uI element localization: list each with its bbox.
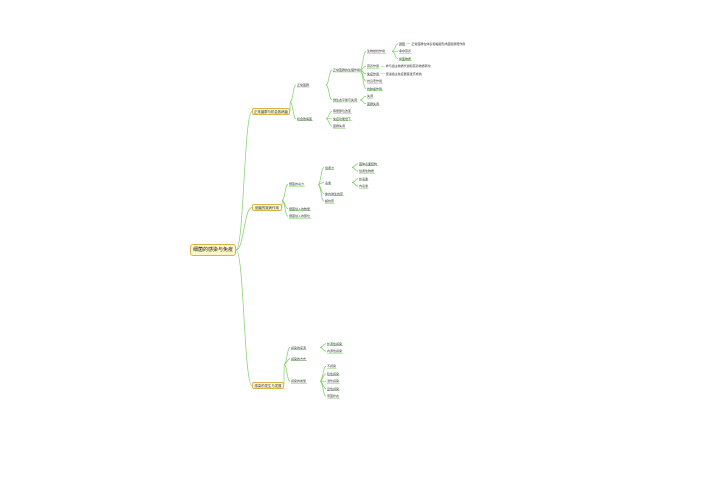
- node-b1-0-1[interactable]: 毒素: [325, 180, 332, 185]
- edge-b1-0-1-1: [351, 182, 359, 187]
- edge-b0-1: [289, 101, 297, 120]
- edge-b0-1-0: [325, 110, 333, 120]
- node-b2-2-3[interactable]: 显性感染: [327, 386, 340, 391]
- node-b1-0[interactable]: 细菌的毒力: [289, 182, 305, 187]
- note-b0-0-0-0-0[interactable]: 正常菌群在体表和黏膜形成菌膜屏障作用: [411, 41, 466, 46]
- node-b0-0-0-0[interactable]: 生物拮抗作用: [367, 49, 386, 54]
- node-b1-0-0-1[interactable]: 侵袭性物质: [359, 169, 375, 174]
- node-b0-0-0-4[interactable]: 抗肿瘤作用: [367, 86, 383, 91]
- edge-b0-0-0: [325, 69, 333, 86]
- edge-b0-0: [289, 84, 297, 103]
- edge-b2-0-0: [319, 343, 327, 348]
- node-b1-1[interactable]: 细菌侵入的数量: [289, 206, 311, 211]
- edge-b1-0-0-0: [351, 163, 359, 168]
- edge-b1-2: [281, 199, 289, 217]
- node-b0-0-0-0-1[interactable]: 争夺营养: [399, 49, 412, 54]
- node-b0-0-0-2[interactable]: 免疫作用: [367, 71, 380, 76]
- node-b0-0-0[interactable]: 正常菌群的生理作用: [333, 68, 361, 72]
- edge-b0-0-0-0: [359, 50, 367, 71]
- node-b2-2-1[interactable]: 隐性感染: [327, 371, 340, 376]
- node-b1-0-0[interactable]: 侵袭力: [325, 165, 335, 170]
- branch-node-pathogenicity[interactable]: 细菌的致病作用: [252, 204, 282, 211]
- edge-b1-0-0: [317, 167, 325, 185]
- node-b1-0-2[interactable]: 体内诱生抗原: [325, 191, 344, 196]
- node-b2-0[interactable]: 感染的来源: [291, 345, 307, 350]
- node-b0-0-0-0-2[interactable]: 抑菌物质: [399, 56, 412, 61]
- edge-b0-1-2: [325, 118, 333, 127]
- edge-root-branch-1: [235, 207, 253, 251]
- note-b0-0-0-2[interactable]: 促进宿主免疫器官发育成熟: [385, 71, 422, 76]
- node-b0-0[interactable]: 正常菌群: [297, 83, 310, 87]
- branch-node-infection[interactable]: 感染的发生与发展: [252, 382, 284, 389]
- node-b0-1-0[interactable]: 寄居部位改变: [333, 109, 352, 114]
- node-b2-2-0[interactable]: 不感染: [327, 364, 337, 369]
- edge-b0-0-0-0-2: [391, 50, 399, 60]
- node-b1-0-0-0[interactable]: 菌体表面结构: [359, 161, 378, 166]
- node-b1-2[interactable]: 细菌侵入的部位: [289, 214, 311, 219]
- node-b2-0-1[interactable]: 内源性感染: [327, 349, 343, 354]
- edge-b0-0-0-4: [359, 69, 367, 90]
- edge-root-branch-0: [235, 111, 253, 251]
- edge-b1-0-1-0: [351, 178, 359, 183]
- node-b0-0-1-1[interactable]: 菌群失调: [367, 101, 380, 106]
- node-b0-1[interactable]: 机会致病菌: [297, 116, 313, 121]
- node-b1-0-3[interactable]: 超抗原: [325, 199, 335, 204]
- edge-b1-0: [281, 184, 289, 201]
- edge-b2-2-4: [319, 380, 327, 397]
- note-b0-0-0-1[interactable]: 参与宿主物质代谢和营养物质转化: [385, 64, 431, 69]
- branch-node-normal-flora[interactable]: 正常菌群与机会致病菌: [252, 108, 290, 115]
- edge-root-branch-2: [235, 249, 253, 386]
- node-b0-0-0-1[interactable]: 营养作用: [367, 64, 380, 69]
- node-b2-2[interactable]: 感染的类型: [291, 379, 307, 384]
- edge-b1-0-3: [317, 184, 325, 202]
- node-b2-0-0[interactable]: 外源性感染: [327, 341, 343, 346]
- node-b0-1-2[interactable]: 菌群失调: [333, 124, 346, 129]
- node-b0-0-0-0-0[interactable]: 屏障: [399, 41, 406, 46]
- node-b0-0-1[interactable]: 微生态平衡与失调: [333, 98, 358, 102]
- node-b0-0-0-3[interactable]: 抗衰老作用: [367, 79, 383, 84]
- edge-b0-0-1: [325, 84, 333, 101]
- node-b2-2-2[interactable]: 潜伏感染: [327, 379, 340, 384]
- root-node[interactable]: 细菌的感染与免疫: [190, 244, 236, 256]
- edge-b2-2: [283, 364, 291, 382]
- edge-b2-1: [283, 358, 291, 365]
- edge-b0-0-1-1: [359, 99, 367, 105]
- node-b1-0-1-1[interactable]: 内毒素: [359, 184, 369, 189]
- node-b1-0-1-0[interactable]: 外毒素: [359, 176, 369, 181]
- edge-b2-0-1: [319, 347, 327, 352]
- node-b2-2-4[interactable]: 带菌状态: [327, 394, 340, 399]
- edge-b0-0-0-0-0: [391, 43, 399, 52]
- node-b2-1[interactable]: 感染的方式: [291, 356, 307, 361]
- node-b0-1-1[interactable]: 免疫功能低下: [333, 116, 352, 121]
- edge-b0-0-1-0: [359, 95, 367, 101]
- edge-b1-0-0-1: [351, 167, 359, 172]
- node-b0-0-1-0[interactable]: 失调: [367, 94, 374, 99]
